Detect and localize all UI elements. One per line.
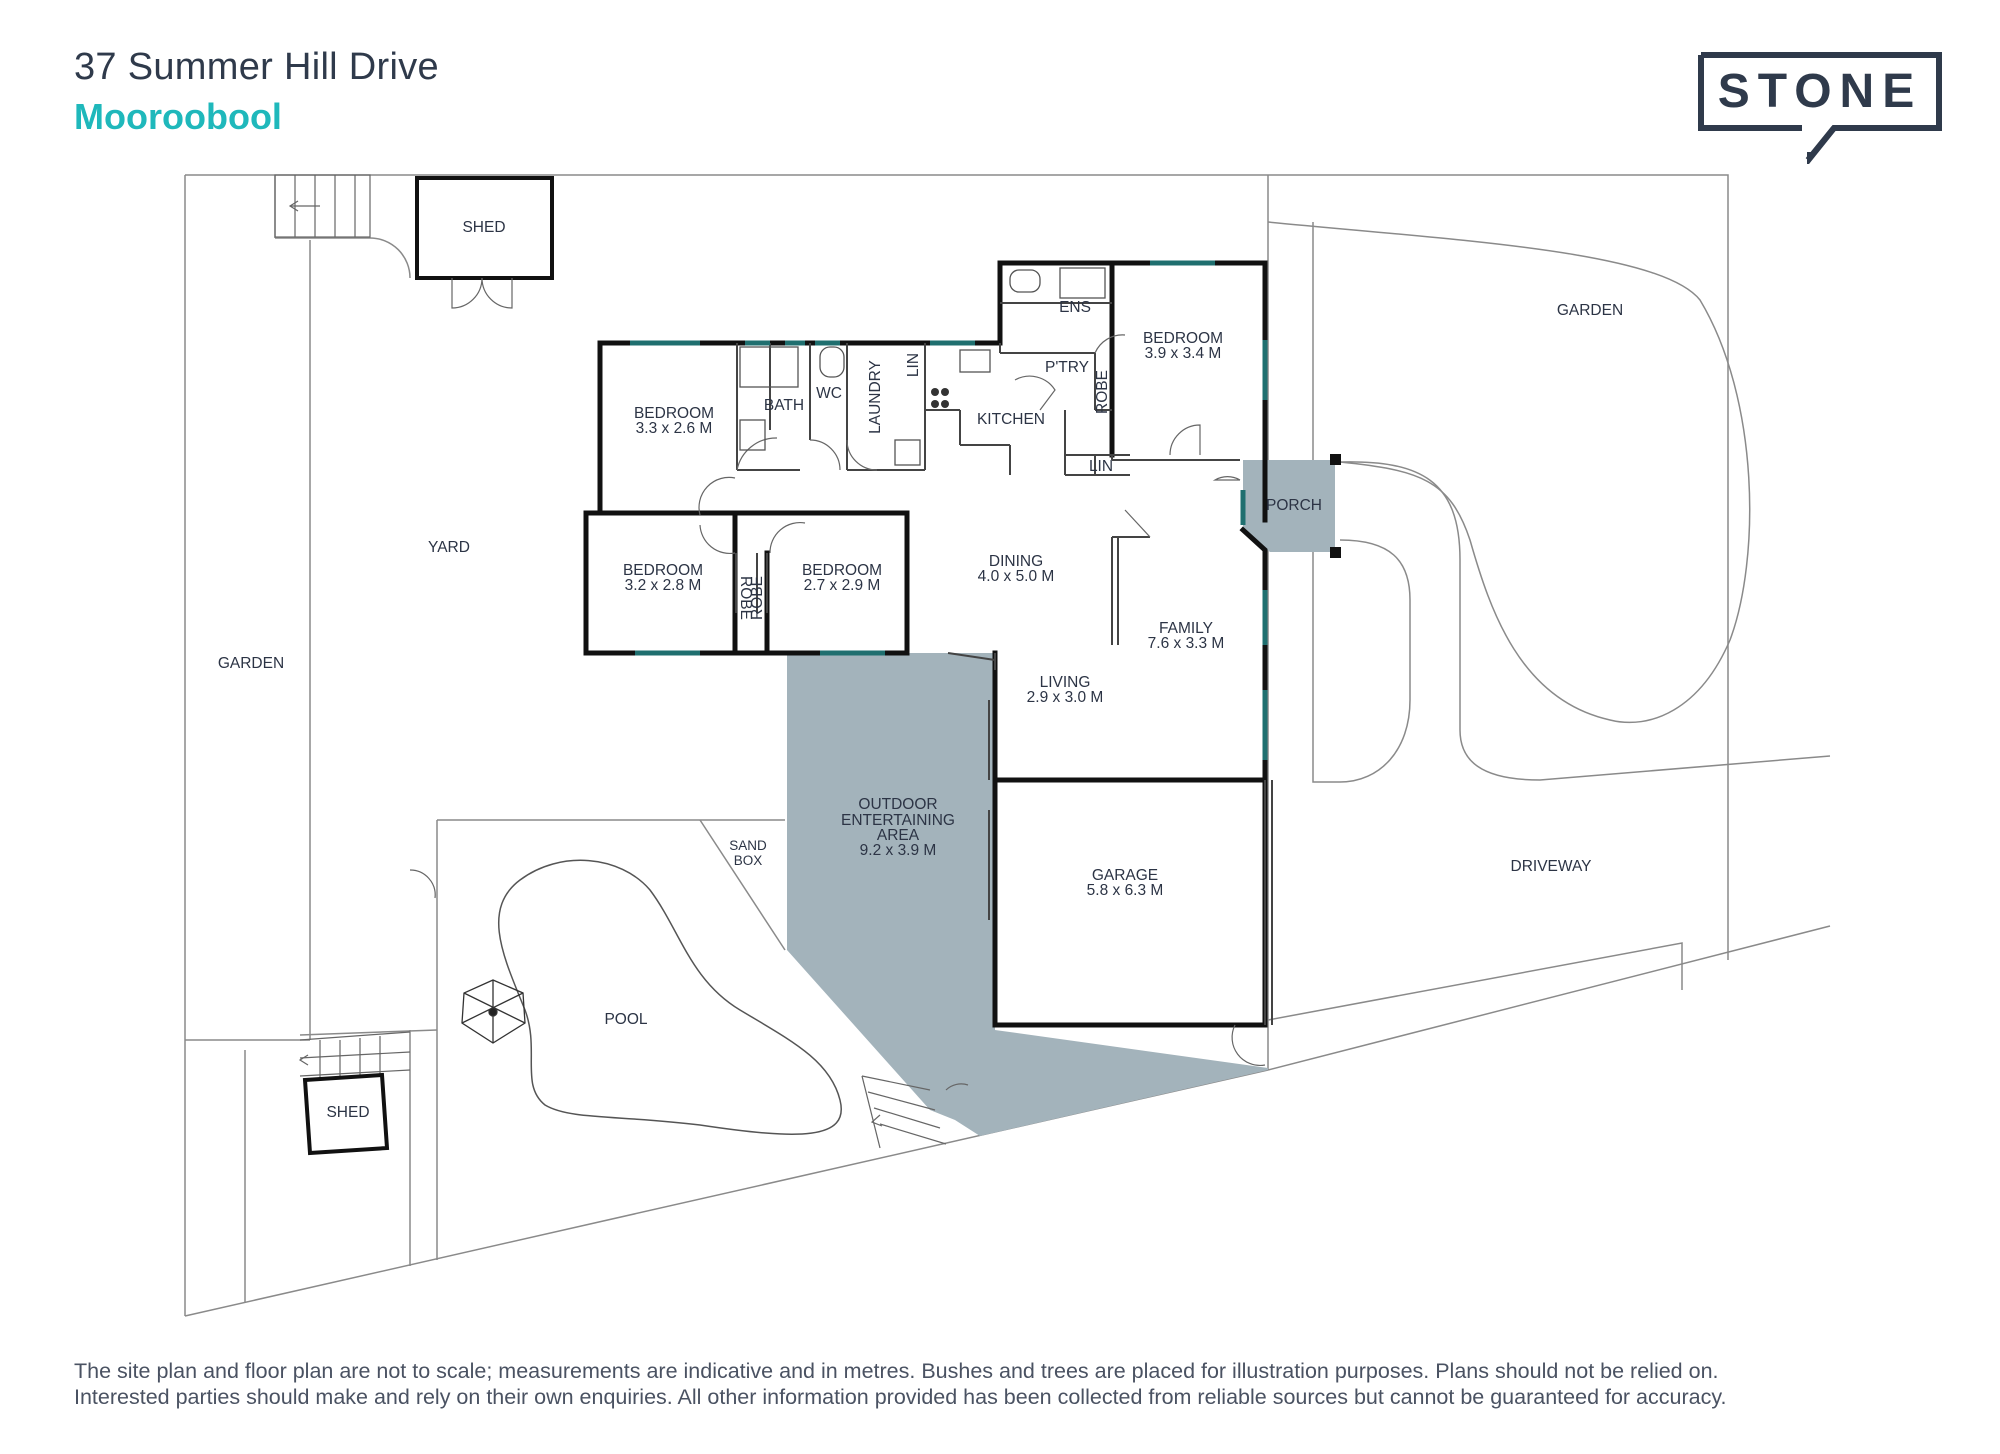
- label-robe-master: ROBE: [1094, 370, 1111, 414]
- label-outdoor-3: AREA: [877, 827, 920, 844]
- label-outdoor-size: 9.2 x 3.9 M: [860, 842, 937, 859]
- windows: [630, 260, 1268, 760]
- label-outdoor-1: OUTDOOR: [858, 796, 937, 813]
- cooktop-icon: [931, 388, 949, 408]
- shed-top-doors: [451, 277, 513, 309]
- disclaimer: The site plan and floor plan are not to …: [74, 1358, 1954, 1410]
- label-shed-top: SHED: [462, 219, 505, 236]
- porch-posts: [1330, 454, 1341, 558]
- label-bedroom-3-size: 3.2 x 2.8 M: [625, 577, 702, 594]
- label-wc: WC: [816, 385, 842, 402]
- disclaimer-line-1: The site plan and floor plan are not to …: [74, 1359, 1719, 1383]
- label-sandbox-1: SAND: [729, 838, 767, 853]
- steps-bottom: [298, 1031, 411, 1080]
- label-bedroom-2: BEDROOM: [634, 405, 714, 422]
- driveway-curves: [1267, 221, 1831, 783]
- label-bedroom-4-size: 2.7 x 2.9 M: [804, 577, 881, 594]
- property-suburb: Mooroobool: [74, 96, 282, 137]
- shed-top: [415, 176, 554, 280]
- label-bedroom-2-size: 3.3 x 2.6 M: [636, 420, 713, 437]
- label-family: FAMILY: [1159, 620, 1213, 637]
- label-laundry: LAUNDRY: [867, 360, 884, 434]
- label-pantry: P'TRY: [1045, 359, 1089, 376]
- label-outdoor-2: ENTERTAINING: [841, 812, 955, 829]
- site-boundary: [184, 174, 1831, 1317]
- label-robe-3: ROBE: [737, 576, 754, 620]
- label-kitchen: KITCHEN: [977, 411, 1045, 428]
- label-sandbox-2: BOX: [734, 853, 763, 868]
- label-lin-hall: LIN: [1089, 458, 1113, 475]
- fixtures: [739, 267, 1106, 466]
- label-pool: POOL: [604, 1011, 647, 1028]
- steps-top: [274, 174, 371, 238]
- label-bedroom-master: BEDROOM: [1143, 330, 1223, 347]
- label-porch: PORCH: [1266, 497, 1322, 514]
- steps-outdoor: [861, 1075, 969, 1149]
- room-labels: SHED GARDEN ENS BEDROOM 3.9 x 3.4 M P'TR…: [218, 219, 1623, 1121]
- disclaimer-line-2: Interested parties should make and rely …: [74, 1385, 1727, 1409]
- label-bedroom-4: BEDROOM: [802, 562, 882, 579]
- label-shed-bottom: SHED: [326, 1104, 369, 1121]
- label-garage: GARAGE: [1092, 867, 1158, 884]
- umbrella-icon: [461, 979, 526, 1044]
- label-dining-size: 4.0 x 5.0 M: [978, 568, 1055, 585]
- outdoor-area-fill: [787, 653, 1268, 1136]
- label-garage-size: 5.8 x 6.3 M: [1087, 882, 1164, 899]
- stone-logo: STONE: [1698, 52, 1942, 164]
- property-address: 37 Summer Hill Drive: [74, 46, 439, 88]
- label-bedroom-master-size: 3.9 x 3.4 M: [1145, 345, 1222, 362]
- interior-walls: [735, 302, 1273, 1025]
- shed-bottom: [302, 1072, 390, 1156]
- label-bath: BATH: [764, 397, 804, 414]
- label-lin-laundry: LIN: [905, 353, 922, 377]
- label-garden-right: GARDEN: [1557, 302, 1623, 319]
- label-family-size: 7.6 x 3.3 M: [1148, 635, 1225, 652]
- label-ens: ENS: [1059, 299, 1091, 316]
- pool-outline: [497, 859, 842, 1135]
- label-garden-left: GARDEN: [218, 655, 284, 672]
- label-yard: YARD: [428, 539, 470, 556]
- door-swings: [409, 334, 1266, 1067]
- label-robe-4: ROBE: [749, 576, 766, 620]
- label-driveway: DRIVEWAY: [1511, 858, 1592, 875]
- logo-wordmark: STONE: [1718, 65, 1922, 118]
- driveway-edge: [1267, 942, 1683, 1021]
- label-living-size: 2.9 x 3.0 M: [1027, 689, 1104, 706]
- label-dining: DINING: [989, 553, 1043, 570]
- label-bedroom-3: BEDROOM: [623, 562, 703, 579]
- label-living: LIVING: [1040, 674, 1091, 691]
